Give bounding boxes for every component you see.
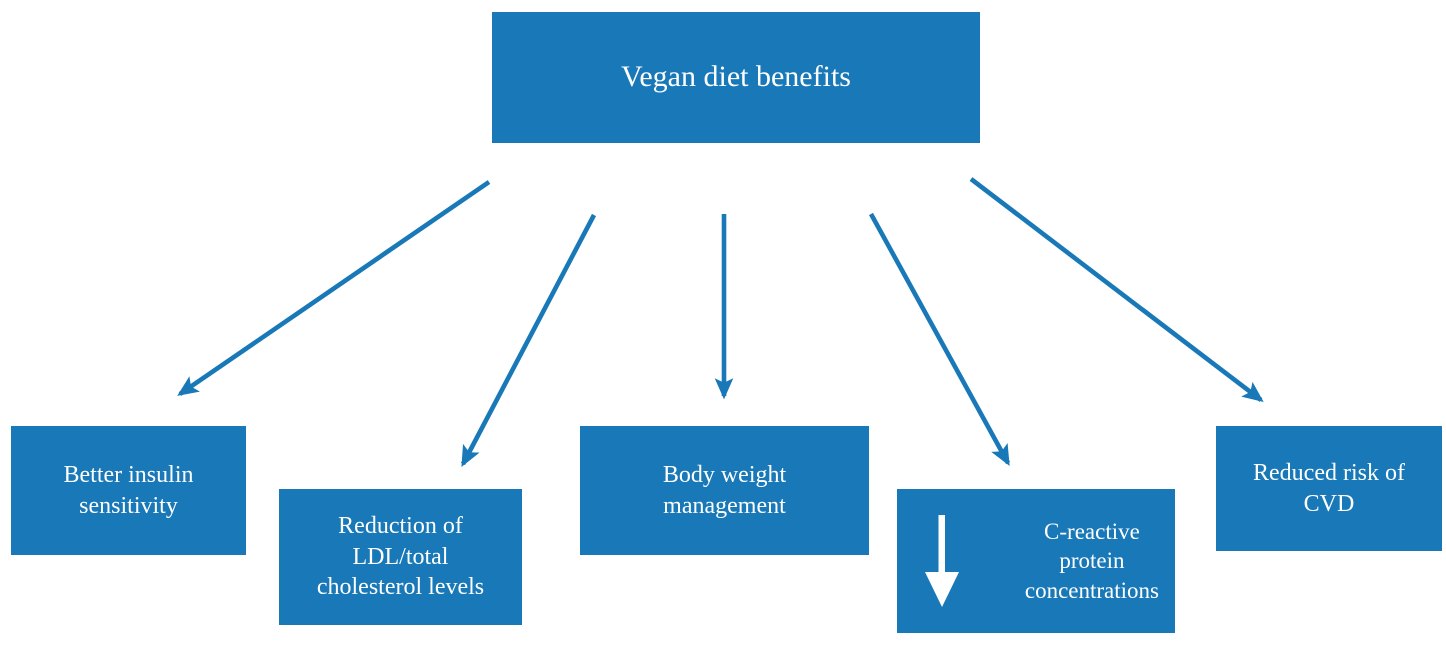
node-c-reactive-protein-concentrations-label: C-reactive protein concentrations bbox=[1024, 518, 1159, 603]
node-better-insulin-sensitivity-label: Better insulin sensitivity bbox=[63, 461, 194, 519]
node-reduction-of-ldl-cholesterol-label: Reduction of LDL/total cholesterol level… bbox=[316, 512, 485, 601]
node-body-weight-management-label: Body weight management bbox=[662, 461, 787, 519]
node-root-label: Vegan diet benefits bbox=[621, 60, 851, 94]
edge-root-to-cvd bbox=[969, 177, 1264, 403]
edge-root-to-ldl bbox=[460, 213, 597, 467]
node-root[interactable]: Vegan diet benefits bbox=[492, 12, 980, 143]
node-c-reactive-protein-concentrations[interactable]: C-reactive protein concentrations bbox=[897, 489, 1175, 633]
node-body-weight-management[interactable]: Body weight management bbox=[580, 426, 869, 555]
node-reduction-of-ldl-cholesterol[interactable]: Reduction of LDL/total cholesterol level… bbox=[279, 489, 522, 625]
edge-root-to-crp bbox=[868, 212, 1011, 466]
node-reduced-risk-of-cvd-label: Reduced risk of CVD bbox=[1253, 459, 1405, 517]
edge-root-to-insulin bbox=[177, 180, 491, 396]
node-reduced-risk-of-cvd[interactable]: Reduced risk of CVD bbox=[1216, 426, 1442, 551]
down-arrow-icon bbox=[925, 515, 959, 607]
node-better-insulin-sensitivity[interactable]: Better insulin sensitivity bbox=[11, 426, 246, 555]
